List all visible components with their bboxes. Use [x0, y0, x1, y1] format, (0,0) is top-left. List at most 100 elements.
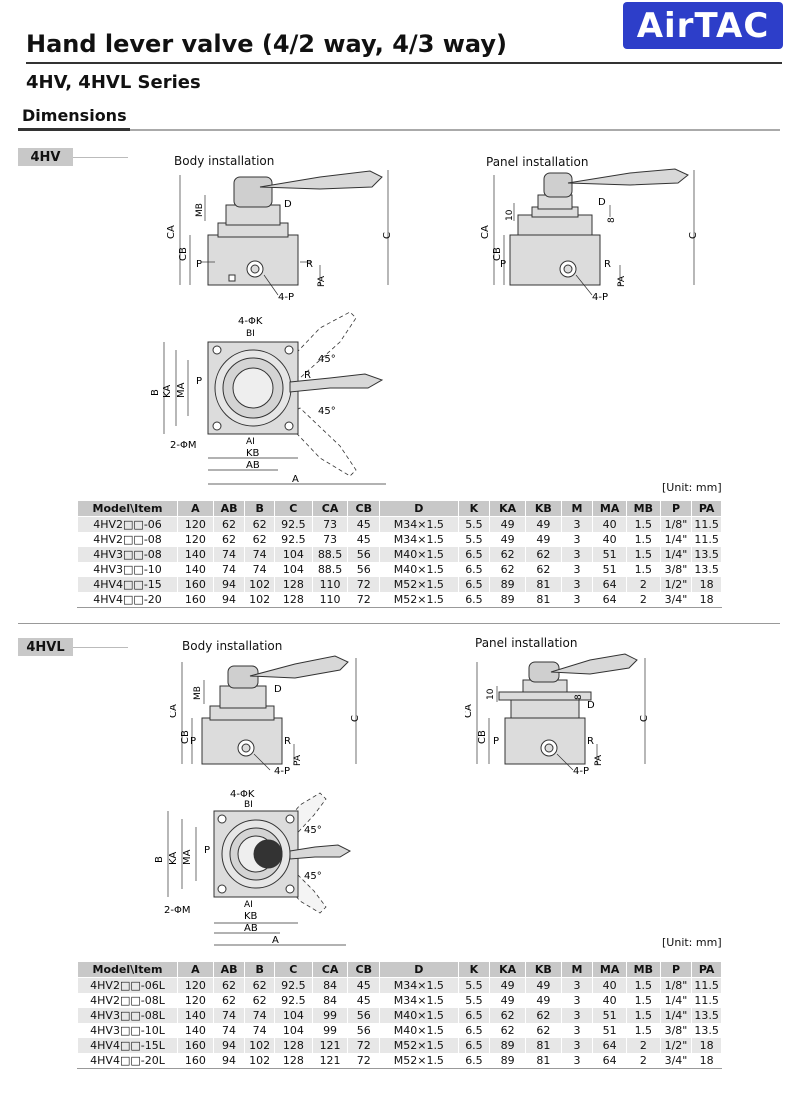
hvl-panel-8-label: 8 — [574, 694, 584, 700]
hvl-top-ai-label: AI — [244, 900, 253, 910]
hvl-body-ca-label: CA — [170, 704, 179, 718]
table-cell: 74 — [244, 1008, 275, 1023]
hvl-top-kb-label: KB — [244, 911, 258, 922]
table-cell: 120 — [177, 516, 214, 532]
hv-top-ka-label: KA — [162, 385, 173, 398]
table-cell: 73 — [311, 532, 349, 547]
column-header: M — [560, 500, 594, 517]
table-cell: 1.5 — [625, 532, 661, 547]
table-cell: 5.5 — [457, 993, 491, 1008]
hvl-top-4k-label: 4-ΦK — [230, 789, 255, 800]
column-header: MB — [625, 961, 661, 978]
table-cell: 72 — [347, 1038, 381, 1053]
table-cell: 3 — [560, 592, 594, 608]
hvl-panel-cb-label: CB — [477, 730, 488, 744]
table-cell: 4HV2□□-08 — [76, 532, 179, 547]
table-cell: 140 — [177, 547, 214, 562]
hv-body-ca-label: CA — [166, 225, 177, 239]
table-cell: 3 — [560, 577, 594, 592]
table-cell: 4HV3□□-08L — [76, 1008, 179, 1023]
column-header: P — [659, 500, 693, 517]
hv-body-c-label: C — [382, 232, 393, 239]
hv-body-p-label: P — [196, 259, 202, 270]
hv-panel-4p-label: 4-P — [592, 292, 608, 303]
hv-panel-10-label: 10 — [505, 209, 515, 221]
table-cell: 1/4" — [659, 1008, 693, 1023]
table-cell: 140 — [177, 1023, 214, 1038]
tag-4hv: 4HV — [18, 148, 73, 166]
table-cell: 49 — [524, 516, 562, 532]
hvl-unit-label: [Unit: mm] — [662, 936, 722, 949]
section-divider — [18, 623, 780, 624]
table-cell: 1/8" — [659, 977, 693, 993]
table-cell: 3 — [560, 532, 594, 547]
table-cell: 18 — [691, 592, 722, 608]
table-cell: 72 — [347, 577, 381, 592]
hvl-panel-p-label: P — [493, 736, 499, 747]
table-cell: 84 — [311, 993, 349, 1008]
table-cell: 45 — [347, 993, 381, 1008]
table-cell: 4HV4□□-20 — [76, 592, 179, 608]
table-cell: 3/4" — [659, 1053, 693, 1069]
table-cell: 4HV4□□-15L — [76, 1038, 179, 1053]
table-cell: 84 — [311, 977, 349, 993]
table-cell: 11.5 — [691, 532, 722, 547]
airtac-logo: AirTAC — [623, 2, 783, 49]
table-cell: 81 — [524, 577, 562, 592]
table-cell: 62 — [524, 547, 562, 562]
table-cell: 94 — [212, 1053, 246, 1069]
table-cell: 74 — [212, 547, 246, 562]
table-cell: 120 — [177, 532, 214, 547]
table-cell: M34×1.5 — [379, 516, 459, 532]
column-header: MA — [592, 961, 627, 978]
table-cell: 64 — [592, 1038, 627, 1053]
table-cell: M52×1.5 — [379, 592, 459, 608]
hvl-top-45b-label: 45° — [304, 871, 322, 882]
table-cell: 62 — [524, 1008, 562, 1023]
table-cell: 62 — [212, 977, 246, 993]
hvl-body-drawing: CA CB MB D C P R PA 4-P — [170, 655, 361, 777]
table-cell: 56 — [347, 1008, 381, 1023]
table-cell: 64 — [592, 1053, 627, 1069]
column-header: KB — [524, 961, 562, 978]
table-cell: 89 — [489, 1053, 526, 1069]
table-cell: 4HV3□□-10 — [76, 562, 179, 577]
page-title: Hand lever valve (4/2 way, 4/3 way) — [26, 30, 507, 58]
tag-rule-4hv — [73, 157, 128, 158]
hvl-panel-ca-label: CA — [465, 704, 474, 718]
table-cell: 3 — [560, 562, 594, 577]
table-cell: 1.5 — [625, 547, 661, 562]
hvl-top-a-label: A — [272, 935, 279, 946]
column-header: AB — [212, 961, 246, 978]
table-cell: 56 — [347, 1023, 381, 1038]
hv-body-pa-label: PA — [317, 275, 327, 287]
hv-body-mb-label: MB — [195, 203, 205, 217]
table-cell: 160 — [177, 1053, 214, 1069]
hv-top-ai-label: AI — [246, 437, 255, 447]
hv-top-ab-label: AB — [246, 460, 260, 471]
hv-panel-c-label: C — [688, 232, 699, 239]
table-cell: 94 — [212, 1038, 246, 1053]
table-cell: 62 — [489, 1023, 526, 1038]
table-cell: 18 — [691, 1053, 722, 1069]
hvl-top-ka-label: KA — [168, 852, 179, 865]
table-cell: 3 — [560, 547, 594, 562]
table-cell: 120 — [177, 993, 214, 1008]
table-cell: 160 — [177, 1038, 214, 1053]
table-cell: 1.5 — [625, 1008, 661, 1023]
hv-top-r-label: R — [304, 370, 311, 381]
table-cell: 160 — [177, 592, 214, 608]
table-cell: 40 — [592, 516, 627, 532]
table-cell: 13.5 — [691, 1008, 722, 1023]
hvl-top-2m-label: 2-ΦM — [164, 905, 190, 916]
table-cell: 62 — [212, 993, 246, 1008]
table-cell: 3/8" — [659, 1023, 693, 1038]
tag-4hvl: 4HVL — [18, 638, 73, 656]
table-cell: 6.5 — [457, 1053, 491, 1069]
